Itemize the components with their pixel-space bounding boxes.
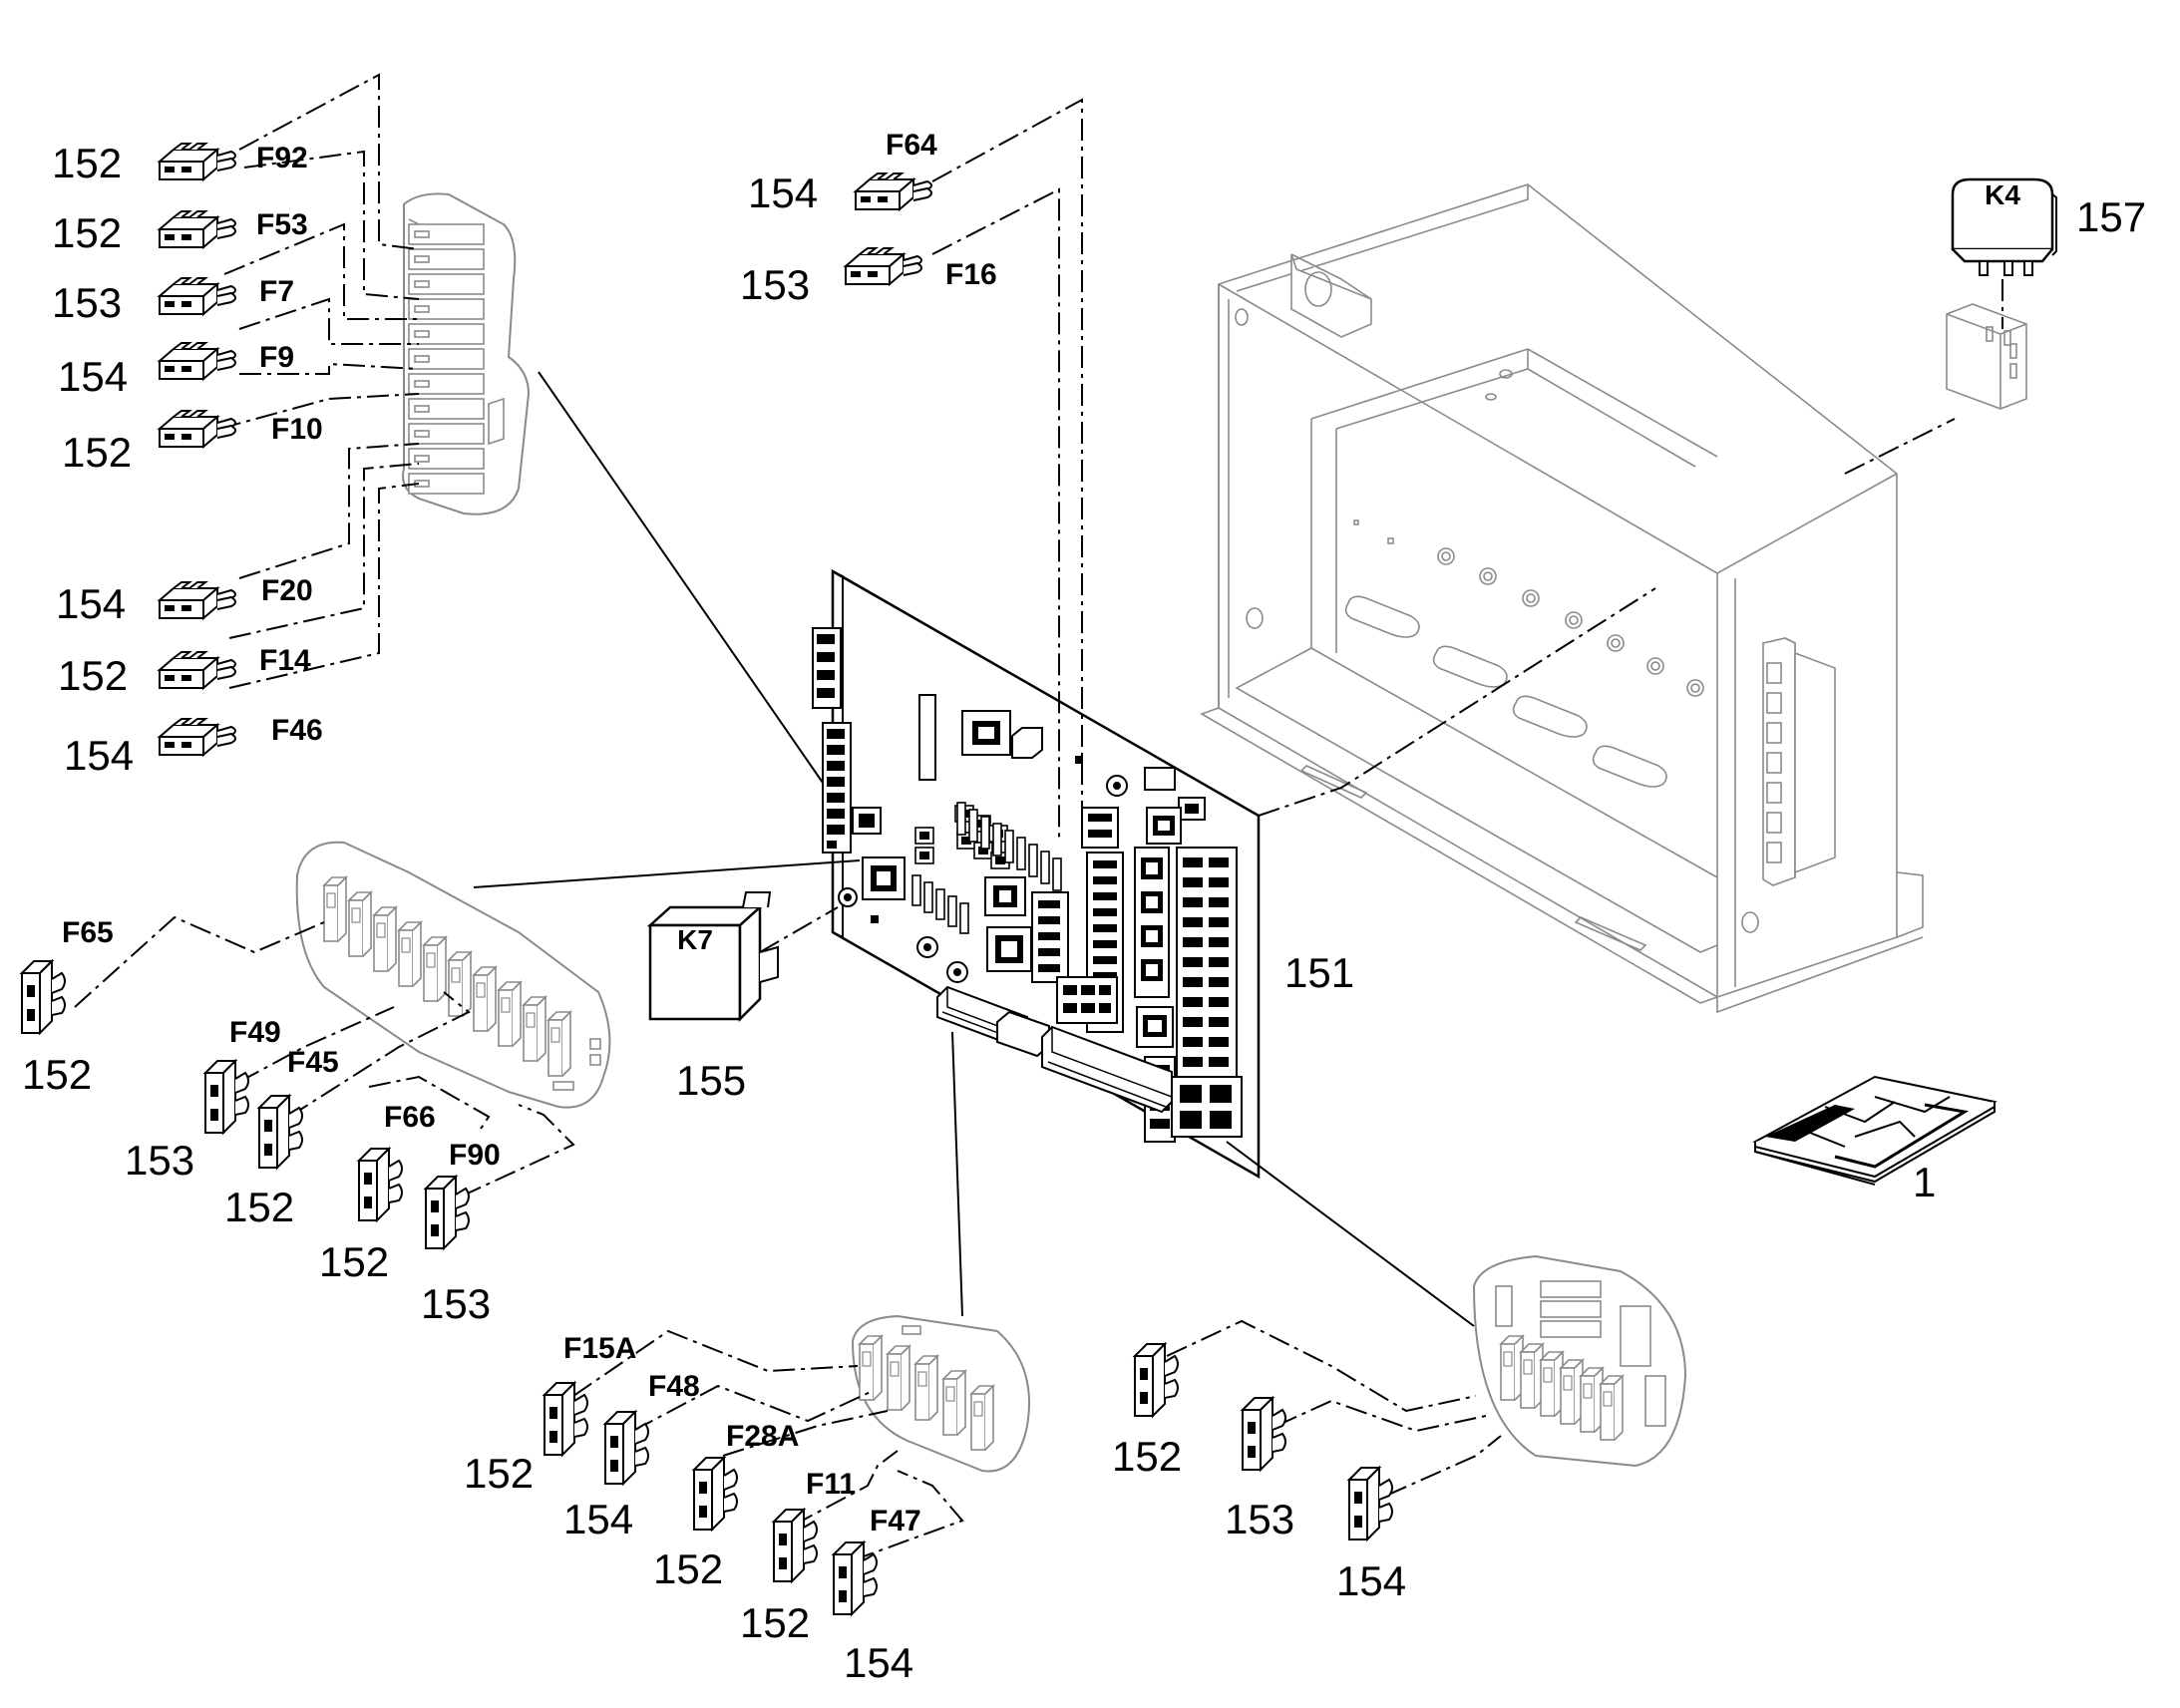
fuse-f16 bbox=[845, 247, 922, 285]
part-number: 154 bbox=[1336, 1557, 1406, 1604]
fuse-label: F20 bbox=[261, 574, 313, 607]
part-number: 153 bbox=[740, 261, 810, 308]
fuse-block-zoom-top-left bbox=[402, 192, 531, 515]
documentation-manual bbox=[1752, 1075, 1998, 1186]
fuse-f92 bbox=[159, 143, 236, 180]
relay-k7-label: K7 bbox=[677, 924, 713, 955]
part-number: 153 bbox=[52, 279, 122, 326]
fuse-f66 bbox=[358, 1148, 403, 1221]
fuse-f48 bbox=[604, 1411, 649, 1485]
fuse-block-zoom-middle-left bbox=[295, 841, 611, 1109]
part-number: 152 bbox=[1112, 1433, 1182, 1480]
fuse-label: F46 bbox=[271, 714, 323, 747]
part-number: 152 bbox=[58, 652, 128, 699]
fuse-label: F48 bbox=[648, 1370, 700, 1403]
relay-k4 bbox=[1951, 177, 2057, 276]
part-number-relay-k7: 155 bbox=[676, 1057, 746, 1104]
part-number: 152 bbox=[62, 429, 132, 476]
part-number: 153 bbox=[1225, 1496, 1294, 1542]
fuse-f28a bbox=[693, 1457, 738, 1531]
part-number: 153 bbox=[125, 1137, 194, 1184]
part-number: 152 bbox=[464, 1450, 534, 1497]
part-number: 152 bbox=[740, 1599, 810, 1646]
fuse-label: F49 bbox=[229, 1016, 281, 1049]
enclosure-housing bbox=[1200, 183, 2027, 1014]
fuse-f9 bbox=[159, 342, 236, 380]
fuse-label: F28A bbox=[726, 1420, 799, 1453]
fuse-f10 bbox=[159, 410, 236, 448]
part-number: 152 bbox=[319, 1238, 389, 1285]
fuse-bottom-right-3 bbox=[1348, 1467, 1393, 1540]
fuse-label: F11 bbox=[806, 1468, 856, 1501]
part-number: 154 bbox=[844, 1639, 913, 1686]
part-number-control-board: 151 bbox=[1284, 949, 1354, 996]
part-number: 152 bbox=[224, 1184, 294, 1230]
fuse-f64 bbox=[855, 172, 932, 210]
part-number: 154 bbox=[64, 732, 134, 779]
part-number-relay-k4: 157 bbox=[2076, 193, 2146, 240]
fuse-label: F7 bbox=[259, 275, 294, 308]
fuse-label: F64 bbox=[886, 129, 937, 162]
leader-lines bbox=[74, 73, 2003, 1561]
relay-k4-label: K4 bbox=[1985, 179, 2020, 210]
fuse-label: F92 bbox=[256, 142, 308, 174]
fuse-f90 bbox=[425, 1176, 470, 1249]
fuse-bottom-right-2 bbox=[1242, 1397, 1286, 1471]
fuse-label: F15A bbox=[563, 1332, 636, 1365]
labels: K7 K4 F92 F53 F7 F9 F10 F20 F14 F46 152 … bbox=[22, 129, 2146, 1686]
fuse-f65 bbox=[21, 960, 66, 1034]
part-number: 154 bbox=[58, 353, 128, 400]
fuse-f49 bbox=[204, 1060, 249, 1134]
fuse-label: F66 bbox=[384, 1101, 436, 1134]
fuse-f45 bbox=[258, 1095, 303, 1169]
fuse-f53 bbox=[159, 210, 236, 248]
part-number: 153 bbox=[421, 1280, 491, 1327]
fuse-label: F90 bbox=[449, 1139, 501, 1172]
fuse-f14 bbox=[159, 651, 236, 689]
fuse-label: F47 bbox=[870, 1505, 921, 1537]
part-number: 154 bbox=[56, 580, 126, 627]
part-number-documentation: 1 bbox=[1913, 1159, 1936, 1205]
part-number: 152 bbox=[52, 140, 122, 186]
part-number: 154 bbox=[748, 170, 818, 216]
control-board-pcb bbox=[812, 568, 1261, 1180]
fuse-label: F14 bbox=[259, 644, 311, 677]
fuse-f46 bbox=[159, 718, 236, 756]
fuse-label: F45 bbox=[287, 1046, 339, 1079]
fuse-f11 bbox=[773, 1509, 818, 1582]
fuse-block-zoom-bottom-right bbox=[1472, 1254, 1687, 1468]
part-number: 154 bbox=[563, 1496, 633, 1542]
fuse-f15a bbox=[544, 1382, 588, 1456]
fuse-label: F65 bbox=[62, 916, 114, 949]
fuse-label: F9 bbox=[259, 341, 294, 374]
part-number: 152 bbox=[52, 209, 122, 256]
fuse-f7 bbox=[159, 277, 236, 315]
fuse-f20 bbox=[159, 581, 236, 619]
fuse-block-zoom-bottom-center bbox=[851, 1314, 1030, 1473]
part-number: 152 bbox=[653, 1545, 723, 1592]
relay-k7 bbox=[646, 891, 779, 1023]
part-number: 152 bbox=[22, 1051, 92, 1098]
fuse-label: F16 bbox=[945, 258, 997, 291]
fuse-label: F53 bbox=[256, 208, 308, 241]
fuse-label: F10 bbox=[271, 413, 323, 446]
